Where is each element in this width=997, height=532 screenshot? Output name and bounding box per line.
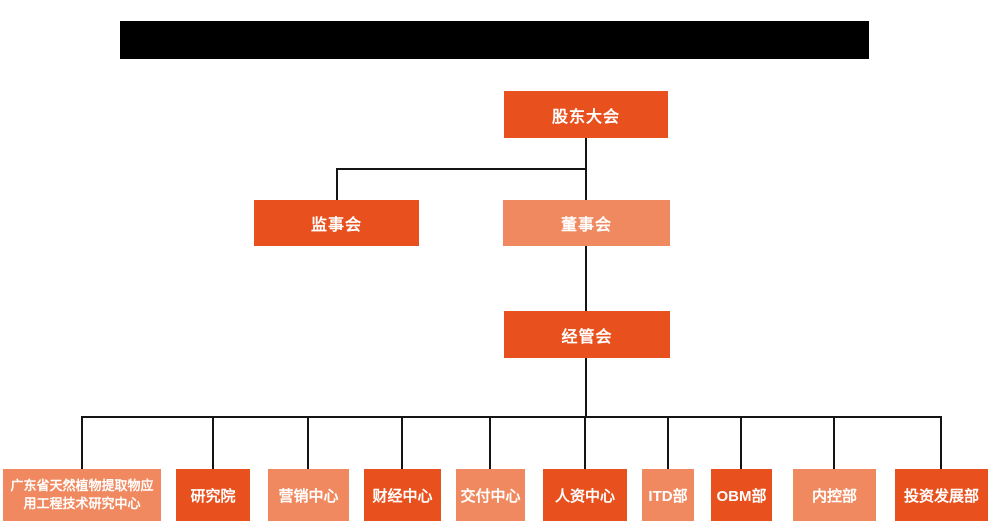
dept-label: 交付中心 [460, 487, 521, 505]
dept-label: 内控部 [811, 487, 857, 505]
org-node-label: 股东大会 [551, 108, 620, 126]
org-node-management-committee: 经管会 [504, 311, 670, 358]
dept-node-obm-dept: OBM部 [711, 469, 772, 521]
connector-drop-marketing-center [307, 416, 309, 470]
dept-node-finance-center: 财经中心 [364, 469, 441, 521]
connector-drop-research-institute [212, 416, 214, 470]
dept-node-hr-center: 人资中心 [543, 469, 627, 521]
dept-node-research-institute: 研究院 [176, 469, 250, 521]
redacted-title-bar [120, 21, 869, 59]
connector-drop-itd-dept [667, 416, 669, 470]
connector-drop-delivery-center [489, 416, 491, 470]
dept-label: 营销中心 [278, 487, 339, 505]
org-node-shareholders-meeting: 股东大会 [504, 91, 668, 138]
dept-label: OBM部 [716, 487, 767, 505]
connector-departments-rail [81, 416, 942, 418]
org-node-board-of-directors: 董事会 [503, 200, 670, 246]
org-node-label: 董事会 [560, 217, 612, 234]
connector-drop-internal-control-dept [833, 416, 835, 470]
connector-drop-investment-development-dept [940, 416, 942, 470]
dept-label: 人资中心 [554, 487, 615, 505]
dept-node-internal-control-dept: 内控部 [793, 469, 876, 521]
org-node-label: 经管会 [561, 328, 613, 346]
dept-node-investment-development-dept: 投资发展部 [895, 469, 988, 521]
connector-management-rail [585, 357, 587, 418]
connector-level2-horizontal [336, 168, 587, 170]
connector-supervisory-drop [336, 168, 338, 200]
org-node-supervisory-board: 监事会 [254, 200, 419, 246]
dept-node-itd-dept: ITD部 [642, 469, 694, 521]
dept-label: 研究院 [190, 487, 236, 505]
dept-label: 财经中心 [372, 487, 433, 505]
connector-drop-finance-center [401, 416, 403, 470]
connector-drop-hr-center [584, 416, 586, 470]
connector-drop-obm-dept [740, 416, 742, 470]
dept-label: 广东省天然植物提取物应用工程技术研究中心 [10, 478, 154, 511]
dept-node-marketing-center: 营销中心 [268, 469, 349, 521]
org-node-label: 监事会 [310, 217, 362, 234]
dept-label: ITD部 [648, 487, 688, 505]
connector-board-management [585, 246, 587, 311]
dept-node-delivery-center: 交付中心 [456, 469, 525, 521]
connector-drop-provincial-research-center [81, 416, 83, 470]
dept-node-provincial-research-center: 广东省天然植物提取物应用工程技术研究中心 [3, 469, 161, 521]
dept-label: 投资发展部 [903, 487, 979, 505]
